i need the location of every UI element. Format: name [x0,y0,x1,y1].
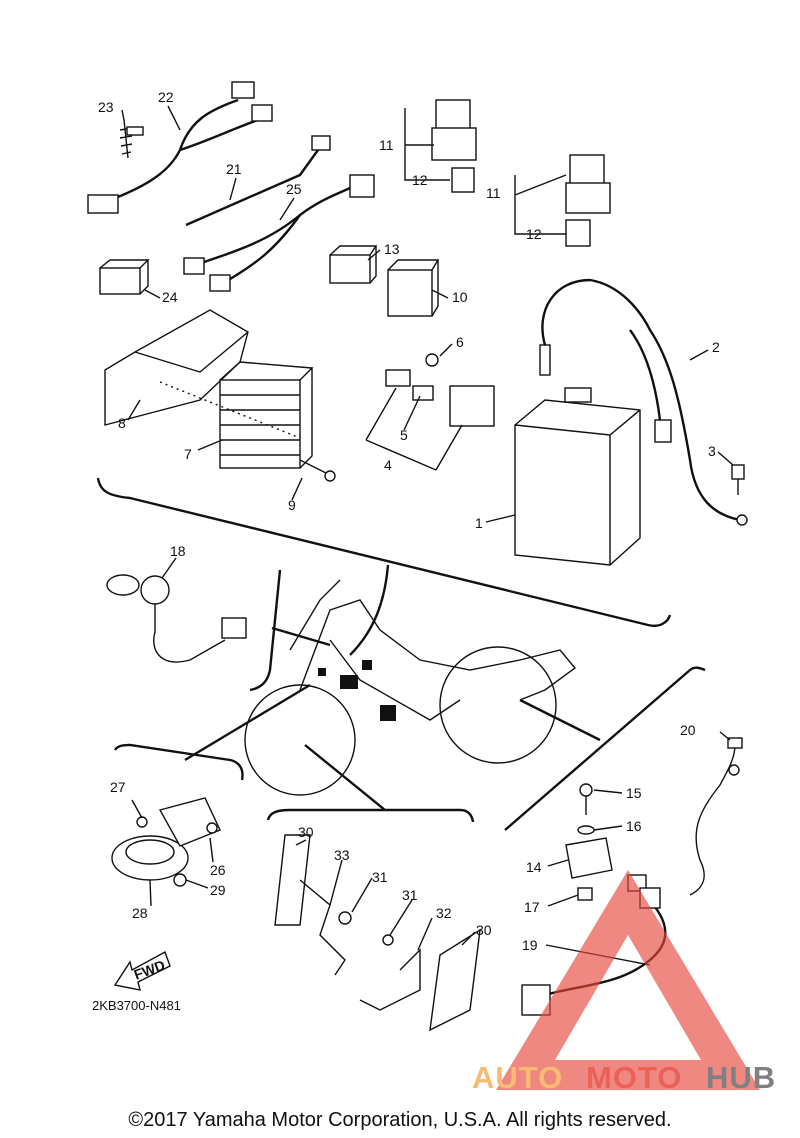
callout-4: 4 [384,457,392,473]
section-leader-lines [184,564,601,811]
callout-25: 25 [286,181,302,197]
callout-1: 1 [475,515,483,531]
callout-30-right: 30 [476,922,492,938]
callout-11-upper: 11 [379,137,394,153]
part-22-harness [87,81,273,214]
callout-11-lower: 11 [486,185,501,201]
callout-23: 23 [98,99,114,115]
callout-20: 20 [680,722,696,738]
callout-12-upper: 12 [412,172,428,188]
callout-7: 7 [184,446,192,462]
part-30-reflector-left [274,834,352,976]
callout-15: 15 [626,785,642,801]
callout-29: 29 [210,882,226,898]
part-4-connector [365,353,495,471]
watermark-triangle-icon [496,870,760,1090]
callout-5: 5 [400,427,408,443]
callout-26: 26 [210,862,226,878]
callout-leaders [121,105,734,966]
callout-3: 3 [708,443,716,459]
copyright-text: ©2017 Yamaha Motor Corporation, U.S.A. A… [128,1109,671,1131]
part-11-relay-lower [565,154,611,247]
callout-numbers: 23 22 21 25 24 11 12 11 12 13 10 8 7 9 6… [98,89,720,953]
section-horn-bracket [113,743,244,781]
part-9-bolt [299,459,336,482]
part-8-cover [104,309,249,426]
callout-6: 6 [456,334,464,350]
callout-9: 9 [288,497,296,513]
part-2-battery-cable [539,278,748,526]
watermark-moto: MOTO [586,1060,682,1095]
part-25-harness [183,174,375,292]
part-3-bolt [731,464,745,495]
part-21-harness [185,135,331,227]
fwd-label: FWD [132,957,167,983]
section-18-bracket [249,569,282,692]
watermark-auto: AUTO [472,1060,563,1095]
section-sensor-bracket [504,666,706,831]
part-1-battery [514,387,641,566]
callout-8: 8 [118,415,126,431]
callout-18: 18 [170,543,186,559]
watermark-hub: HUB [706,1060,776,1095]
callout-17: 17 [524,899,540,915]
fwd-arrow-icon: FWD [113,950,171,991]
callout-27: 27 [110,779,126,795]
automotohub-watermark: AUTO MOTO HUB [472,870,776,1095]
callout-30-left: 30 [298,824,314,840]
part-23-clip [119,119,144,159]
part-20-ground-wire [689,737,743,896]
callout-21: 21 [226,161,242,177]
part-24-relay [99,259,150,295]
callout-22: 22 [158,89,174,105]
part-28-horn [111,797,221,887]
callout-13: 13 [384,241,400,257]
part-18-socket [106,574,247,663]
callout-12-lower: 12 [526,226,542,242]
part-10-flasher [387,259,440,317]
callout-31-lower: 31 [402,887,418,903]
callout-28: 28 [132,905,148,921]
part-11-relay-upper [431,99,477,193]
callout-14: 14 [526,859,542,875]
callout-19: 19 [522,937,538,953]
callout-31-upper: 31 [372,869,388,885]
diagram-code: 2KB3700-N481 [92,998,181,1013]
callout-32: 32 [436,905,452,921]
part-30-reflector-right [359,928,481,1032]
callout-10: 10 [452,289,468,305]
callout-16: 16 [626,818,642,834]
top-section-bracket [96,477,672,627]
callout-33: 33 [334,847,350,863]
section-reflector-bracket [266,808,475,823]
callout-2: 2 [712,339,720,355]
motorcycle-outline [244,579,577,796]
part-7-rectifier [159,361,314,469]
part-13-relay [329,245,378,284]
callout-24: 24 [162,289,178,305]
